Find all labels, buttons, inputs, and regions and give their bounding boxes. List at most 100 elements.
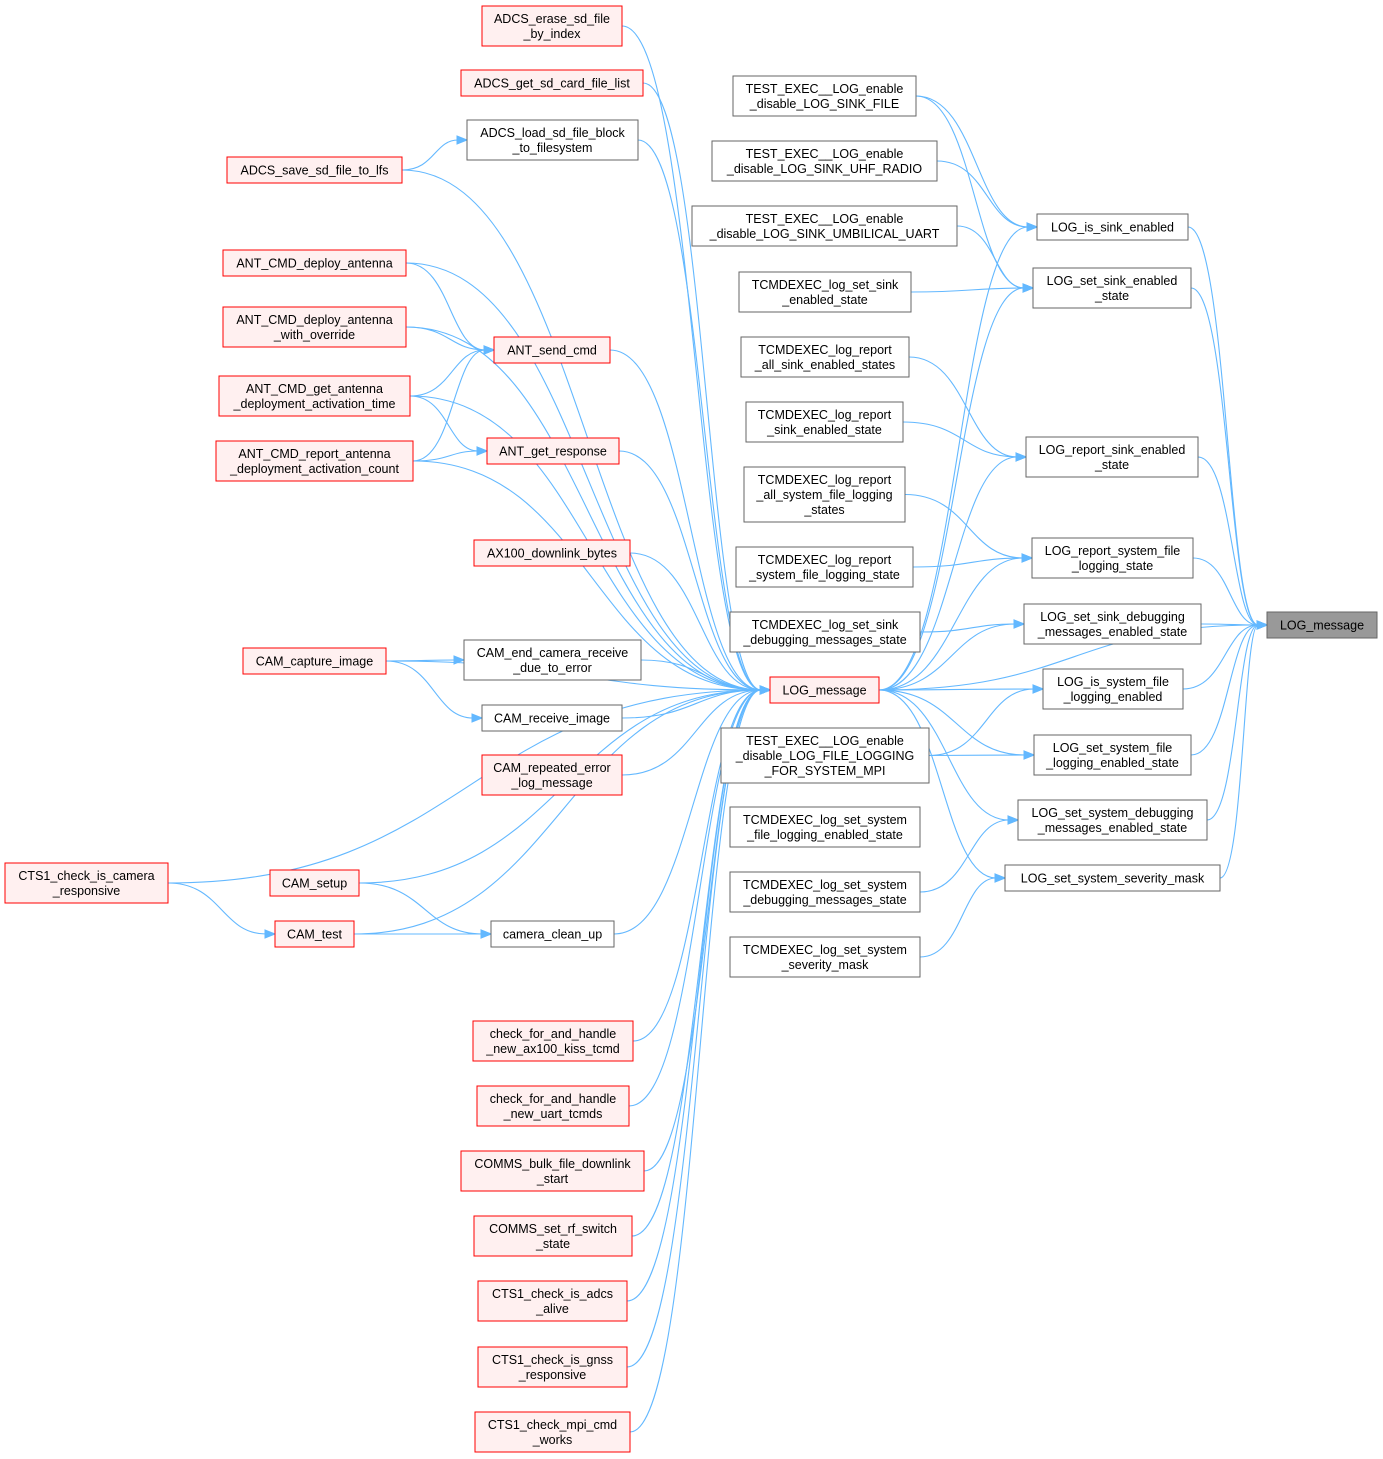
arrowhead — [1015, 452, 1028, 462]
node-cam-receive[interactable]: CAM_receive_image — [481, 704, 623, 732]
arrowhead — [476, 446, 489, 456]
node-tc-report-sys[interactable]: TCMDEXEC_log_report_system_file_logging_… — [735, 546, 914, 588]
call-edge — [626, 689, 762, 1302]
node-box — [466, 119, 639, 161]
node-cam-test[interactable]: CAM_test — [274, 920, 355, 948]
arrowhead — [456, 135, 469, 145]
node-tc-set-sink-dbg[interactable]: TCMDEXEC_log_set_sink_debugging_messages… — [729, 611, 921, 653]
node-tc-report-all-sys[interactable]: TCMDEXEC_log_report_all_system_file_logg… — [743, 466, 906, 523]
node-label: LOG_is_sink_enabled — [1051, 221, 1174, 235]
node-label: ANT_send_cmd — [507, 344, 597, 358]
node-ant-deploy[interactable]: ANT_CMD_deploy_antenna — [222, 249, 407, 277]
node-ant-get-time[interactable]: ANT_CMD_get_antenna_deployment_activatio… — [218, 375, 411, 417]
node-label: LOG_report_sink_enabled — [1039, 443, 1186, 457]
node-ant-send-cmd[interactable]: ANT_send_cmd — [493, 336, 611, 364]
node-cam-end-receive[interactable]: CAM_end_camera_receive_due_to_error — [463, 639, 642, 681]
node-box — [740, 336, 910, 378]
node-tc-set-sys-file[interactable]: TCMDEXEC_log_set_system_file_logging_ena… — [729, 806, 921, 848]
node-label: TEST_EXEC__LOG_enable — [746, 82, 904, 96]
call-edge — [1182, 624, 1259, 690]
node-test-mpi[interactable]: TEST_EXEC__LOG_enable_disable_LOG_FILE_L… — [720, 727, 930, 784]
call-edge — [628, 689, 762, 1107]
call-edge — [409, 395, 479, 452]
call-edge — [621, 689, 762, 776]
node-cam-capture[interactable]: CAM_capture_image — [242, 647, 387, 675]
node-box — [473, 539, 631, 567]
node-adcs-get-list[interactable]: ADCS_get_sd_card_file_list — [460, 69, 644, 97]
call-edge — [412, 349, 486, 462]
node-box — [732, 75, 917, 117]
node-box — [711, 140, 938, 182]
node-label: AX100_downlink_bytes — [487, 547, 617, 561]
node-comms-rf[interactable]: COMMS_set_rf_switch_state — [473, 1215, 633, 1257]
arrowhead — [994, 873, 1007, 883]
node-label: _new_uart_tcmds — [503, 1107, 603, 1121]
node-cts1-adcs[interactable]: CTS1_check_is_adcs_alive — [477, 1280, 628, 1322]
node-log-report-sys[interactable]: LOG_report_system_file_logging_state — [1031, 537, 1194, 579]
call-edge — [1190, 624, 1259, 756]
node-tc-report-all-sink[interactable]: TCMDEXEC_log_report_all_sink_enabled_sta… — [740, 336, 910, 378]
node-label: _new_ax100_kiss_tcmd — [485, 1042, 619, 1056]
arrowhead — [1013, 619, 1026, 629]
node-tc-set-sys-sev[interactable]: TCMDEXEC_log_set_system_severity_mask — [729, 936, 921, 978]
call-edge — [919, 623, 1016, 633]
node-label: LOG_message — [1280, 619, 1364, 633]
node-label: COMMS_set_rf_switch — [489, 1222, 617, 1236]
node-log-set-sink-dbg[interactable]: LOG_set_sink_debugging_messages_enabled_… — [1023, 603, 1202, 645]
node-box — [463, 639, 642, 681]
node-log-set-sys-dbg[interactable]: LOG_set_system_debugging_messages_enable… — [1017, 799, 1208, 841]
node-log-is-sink[interactable]: LOG_is_sink_enabled — [1036, 213, 1189, 241]
arrowhead — [1021, 553, 1034, 563]
node-adcs-load[interactable]: ADCS_load_sd_file_block_to_filesystem — [466, 119, 639, 161]
node-log-message-root[interactable]: LOG_message — [1266, 611, 1378, 639]
node-cam-setup[interactable]: CAM_setup — [269, 869, 360, 897]
node-label: LOG_report_system_file — [1045, 544, 1181, 558]
node-box — [720, 727, 930, 784]
node-cts1-camera[interactable]: CTS1_check_is_camera_responsive — [4, 862, 169, 904]
node-tc-report-sink[interactable]: TCMDEXEC_log_report_sink_enabled_state — [745, 401, 904, 443]
node-tc-set-sys-dbg[interactable]: TCMDEXEC_log_set_system_debugging_messag… — [729, 871, 921, 913]
node-log-report-sink[interactable]: LOG_report_sink_enabled_state — [1025, 436, 1199, 478]
node-tc-set-sink[interactable]: TCMDEXEC_log_set_sink_enabled_state — [738, 271, 912, 313]
call-edge — [878, 689, 997, 879]
node-ant-report-count[interactable]: ANT_CMD_report_antenna_deployment_activa… — [215, 440, 414, 482]
node-log-set-sink[interactable]: LOG_set_sink_enabled_state — [1032, 267, 1192, 309]
node-log-set-sys-sev[interactable]: LOG_set_system_severity_mask — [1004, 864, 1221, 892]
node-box — [460, 69, 644, 97]
node-label: _states — [803, 503, 844, 517]
node-cam-repeated[interactable]: CAM_repeated_error_log_message — [481, 754, 623, 796]
call-edge — [621, 25, 762, 691]
node-test-umb[interactable]: TEST_EXEC__LOG_enable_disable_LOG_SINK_U… — [691, 205, 958, 247]
node-box — [729, 871, 921, 913]
node-adcs-save[interactable]: ADCS_save_sd_file_to_lfs — [226, 156, 403, 184]
node-ant-deploy-override[interactable]: ANT_CMD_deploy_antenna_with_override — [222, 306, 407, 348]
call-edge — [405, 326, 762, 691]
node-cts1-mpi[interactable]: CTS1_check_mpi_cmd_works — [474, 1411, 631, 1453]
node-camera-clean-up[interactable]: camera_clean_up — [490, 920, 615, 948]
node-adcs-erase[interactable]: ADCS_erase_sd_file_by_index — [481, 5, 623, 47]
node-ax100-downlink[interactable]: AX100_downlink_bytes — [473, 539, 631, 567]
node-box — [476, 1085, 630, 1127]
node-label: _start — [536, 1172, 569, 1186]
node-check-uart[interactable]: check_for_and_handle_new_uart_tcmds — [476, 1085, 630, 1127]
node-ant-get-response[interactable]: ANT_get_response — [486, 437, 620, 465]
call-edge — [878, 287, 1025, 691]
node-log-set-sys-file[interactable]: LOG_set_system_file_logging_enabled_stat… — [1033, 734, 1192, 776]
node-cts1-gnss[interactable]: CTS1_check_is_gnss_responsive — [477, 1346, 628, 1388]
node-log-is-sys[interactable]: LOG_is_system_file_logging_enabled — [1042, 668, 1184, 710]
node-comms-bulk[interactable]: COMMS_bulk_file_downlink_start — [460, 1150, 645, 1192]
node-label: ANT_CMD_deploy_antenna — [236, 313, 392, 327]
node-label: LOG_set_system_debugging — [1032, 806, 1194, 820]
node-test-uhf[interactable]: TEST_EXEC__LOG_enable_disable_LOG_SINK_U… — [711, 140, 938, 182]
node-check-ax100[interactable]: check_for_and_handle_new_ax100_kiss_tcmd — [472, 1020, 634, 1062]
node-label: _disable_LOG_SINK_UMBILICAL_UART — [709, 227, 940, 241]
call-edge — [353, 689, 762, 935]
node-label: CAM_end_camera_receive — [477, 646, 629, 660]
node-test-file[interactable]: TEST_EXEC__LOG_enable_disable_LOG_SINK_F… — [732, 75, 917, 117]
node-label: LOG_set_sink_debugging — [1040, 610, 1185, 624]
node-log-message-mid[interactable]: LOG_message — [769, 676, 880, 704]
call-edge — [401, 139, 459, 171]
node-box — [729, 936, 921, 978]
node-label: COMMS_bulk_file_downlink — [474, 1157, 631, 1171]
node-box — [222, 306, 407, 348]
